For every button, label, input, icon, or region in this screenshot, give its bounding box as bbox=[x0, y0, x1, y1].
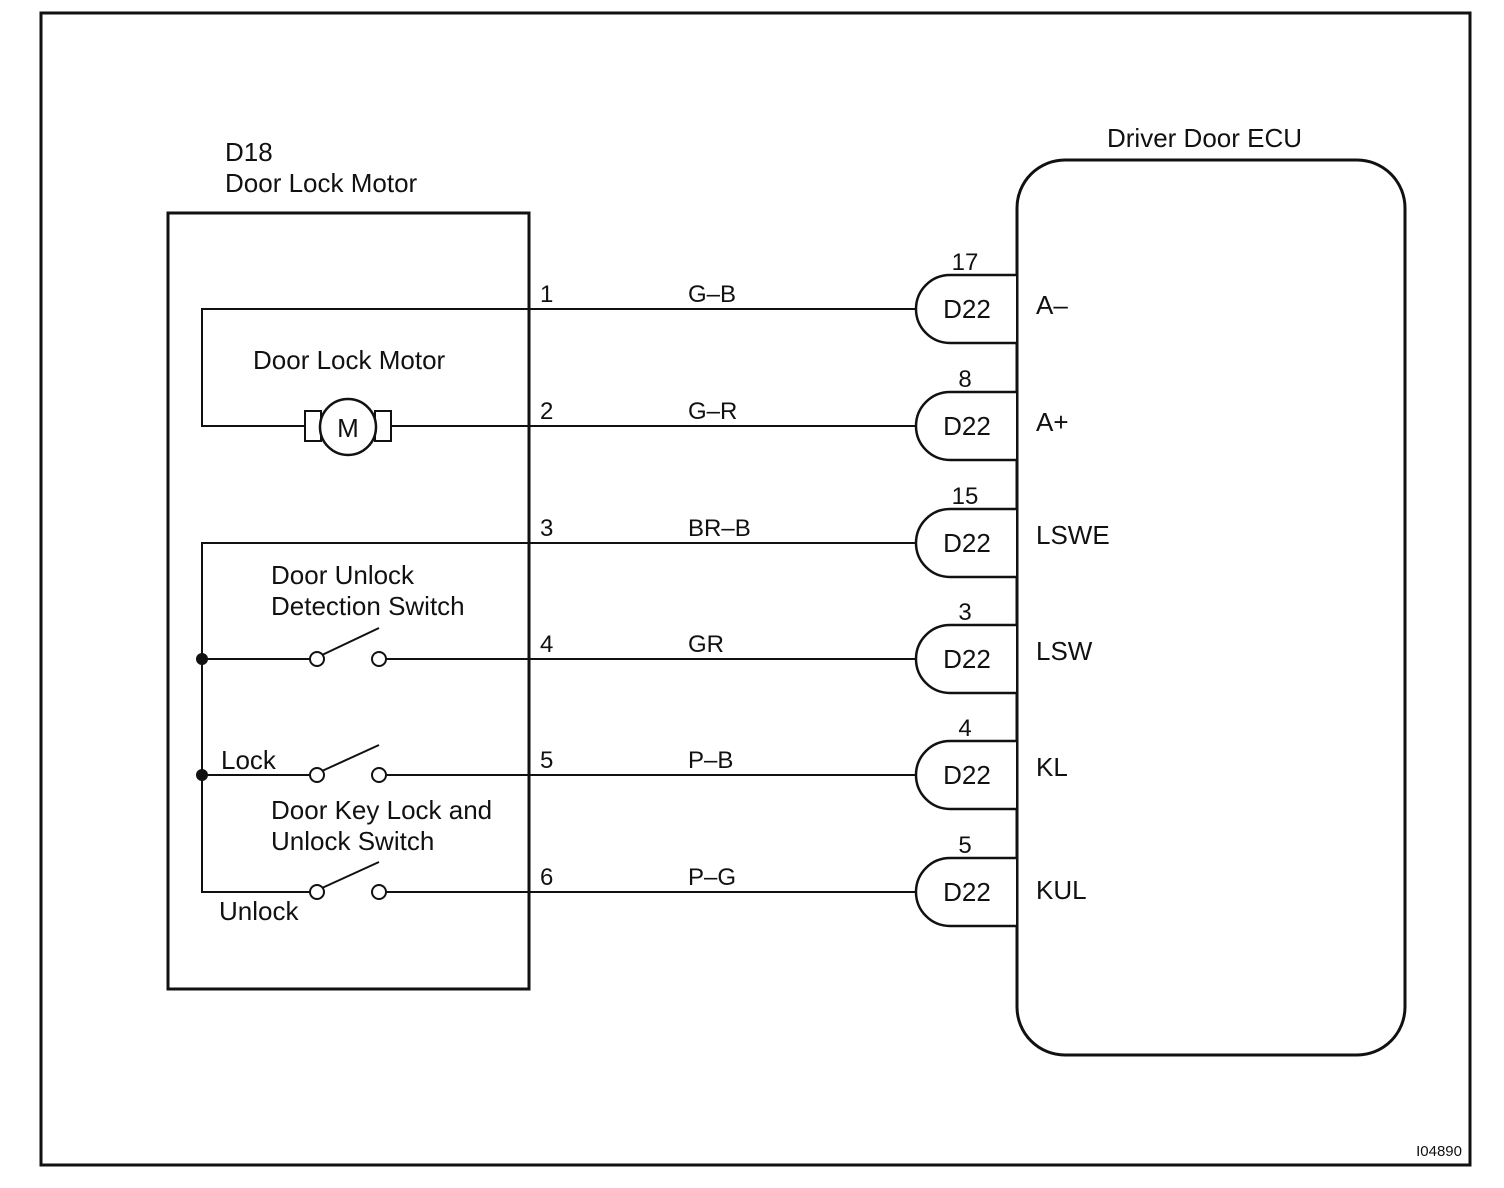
connector-outline bbox=[914, 739, 1016, 811]
switch-blade bbox=[321, 744, 380, 772]
motor-pin-number: 1 bbox=[540, 281, 553, 308]
motor-pin-number: 2 bbox=[540, 398, 553, 425]
key-switch-label-2: Unlock Switch bbox=[271, 826, 434, 856]
wire-color-code: P–G bbox=[688, 864, 736, 891]
outer-frame bbox=[39, 11, 1472, 1167]
connector-code: D22 bbox=[943, 760, 991, 790]
ecu-pin-number: 3 bbox=[958, 599, 971, 626]
lock-label: Lock bbox=[221, 745, 277, 775]
switch-contact bbox=[309, 767, 325, 783]
ecu-terminal-name: LSWE bbox=[1036, 520, 1110, 550]
wire-color-code: G–B bbox=[688, 281, 736, 308]
switch-blade bbox=[321, 627, 380, 656]
connector-outline bbox=[914, 273, 1016, 345]
motor-block-title: Door Lock Motor bbox=[225, 168, 418, 198]
junction-dot bbox=[196, 769, 208, 781]
switch-contact bbox=[371, 767, 387, 783]
motor-block-box bbox=[166, 211, 531, 991]
switch-contact bbox=[309, 651, 325, 667]
wire-color-code: GR bbox=[688, 631, 724, 658]
wire-color-code: BR–B bbox=[688, 515, 751, 542]
connector-code: D22 bbox=[943, 644, 991, 674]
switch-contact bbox=[371, 884, 387, 900]
motor-icon bbox=[318, 397, 378, 457]
switch-contact bbox=[309, 884, 325, 900]
ecu-pin-number: 5 bbox=[958, 832, 971, 859]
ecu-terminal-name: KL bbox=[1036, 752, 1068, 782]
figure-id: I04890 bbox=[1416, 1143, 1462, 1160]
connector-code: D22 bbox=[943, 877, 991, 907]
ecu-terminal-name: A– bbox=[1036, 290, 1068, 320]
connector-code: D22 bbox=[943, 411, 991, 441]
ecu-pin-number: 8 bbox=[958, 366, 971, 393]
connector-outline bbox=[914, 390, 1016, 462]
switch-contact bbox=[371, 651, 387, 667]
connector-outline bbox=[914, 623, 1016, 695]
motor-block-code: D18 bbox=[225, 137, 273, 167]
motor-brush-left bbox=[304, 410, 322, 442]
wire-color-code: P–B bbox=[688, 747, 733, 774]
ecu-terminal-name: A+ bbox=[1036, 407, 1069, 437]
ecu-box bbox=[1015, 158, 1407, 1057]
key-switch-label-1: Door Key Lock and bbox=[271, 795, 492, 825]
motor-brush-right bbox=[374, 410, 392, 442]
motor-label: Door Lock Motor bbox=[253, 345, 446, 375]
unlock-detect-label-1: Door Unlock bbox=[271, 560, 415, 590]
motor-pin-number: 6 bbox=[540, 864, 553, 891]
motor-pin-number: 4 bbox=[540, 631, 553, 658]
unlock-label: Unlock bbox=[219, 896, 299, 926]
unlock-detect-label-2: Detection Switch bbox=[271, 591, 465, 621]
ecu-pin-number: 17 bbox=[952, 249, 979, 276]
ecu-title: Driver Door ECU bbox=[1107, 123, 1302, 153]
connector-outline bbox=[914, 507, 1016, 579]
connector-code: D22 bbox=[943, 528, 991, 558]
motor-pin-number: 3 bbox=[540, 515, 553, 542]
switch-blade bbox=[321, 861, 380, 889]
motor-circuit: Door Lock Motor M bbox=[201, 308, 529, 457]
motor-pin-number: 5 bbox=[540, 747, 553, 774]
connector-code: D22 bbox=[943, 294, 991, 324]
connector-outline bbox=[914, 856, 1016, 928]
ecu-terminal-name: KUL bbox=[1036, 875, 1087, 905]
ecu-pin-number: 15 bbox=[952, 483, 979, 510]
junction-dot bbox=[196, 653, 208, 665]
ecu-pin-number: 4 bbox=[958, 715, 971, 742]
switch-network: Door Unlock Detection Switch Lock Door K… bbox=[196, 542, 529, 926]
ecu-terminal-name: LSW bbox=[1036, 636, 1093, 666]
motor-symbol: M bbox=[337, 413, 359, 443]
wire-color-code: G–R bbox=[688, 398, 737, 425]
